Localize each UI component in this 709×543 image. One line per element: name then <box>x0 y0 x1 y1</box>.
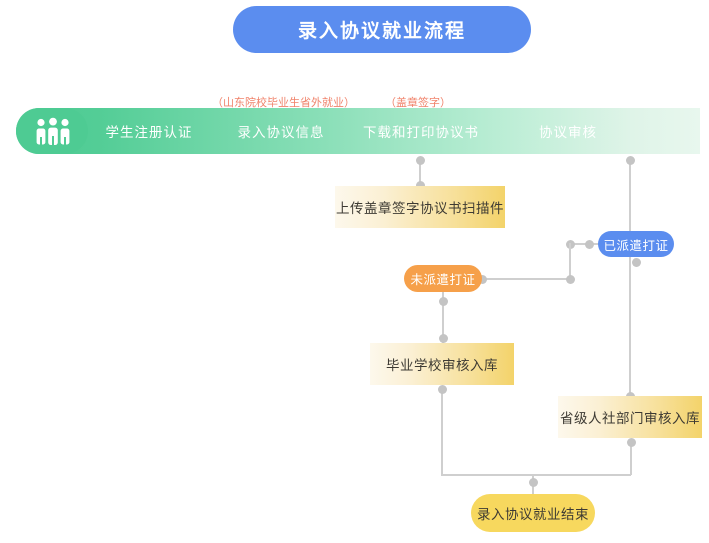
connector-dot <box>625 156 635 165</box>
annotation-shandong: （山东院校毕业生省外就业） <box>212 97 355 109</box>
node-end[interactable]: 录入协议就业结束 <box>471 494 595 532</box>
connector-dot <box>415 181 425 190</box>
node-not-dispatched[interactable]: 未派遣打证 <box>404 265 482 292</box>
page-title-text: 录入协议就业流程 <box>297 21 466 42</box>
node-province-review[interactable]: 省级人社部门审核入库 <box>558 396 702 438</box>
connector-dot <box>585 239 594 249</box>
connector-dot <box>438 334 448 343</box>
connector-province-down <box>630 440 632 475</box>
connector-dot <box>528 478 538 487</box>
connector-notdispatched-to-school <box>442 292 444 343</box>
banner-step-1[interactable]: 录入协议信息 <box>237 125 325 140</box>
process-banner <box>16 108 700 154</box>
connector-banner-to-upload <box>419 160 421 186</box>
node-upload-scan[interactable]: 上传盖章签字协议书扫描件 <box>335 186 505 228</box>
people-group-icon <box>36 117 70 145</box>
connector-dot <box>437 385 447 394</box>
banner-step-3[interactable]: 协议审核 <box>539 125 597 140</box>
connector-to-not-dispatched <box>482 278 570 280</box>
annotation-seal-sign: （盖章签字） <box>385 97 451 109</box>
connector-dot <box>565 274 575 284</box>
connector-branch-vertical <box>569 243 571 279</box>
connector-merge-horizontal <box>441 474 631 476</box>
connector-school-down <box>441 389 443 475</box>
connector-dot <box>632 258 641 267</box>
page-title: 录入协议就业流程 <box>233 6 531 53</box>
banner-step-0[interactable]: 学生注册认证 <box>105 125 193 140</box>
node-dispatched[interactable]: 已派遣打证 <box>598 231 674 257</box>
connector-dot <box>478 274 487 284</box>
banner-step-2[interactable]: 下载和打印协议书 <box>363 125 479 140</box>
connector-review-trunk <box>629 160 631 398</box>
node-school-review[interactable]: 毕业学校审核入库 <box>370 343 514 385</box>
connector-dot <box>438 297 448 306</box>
connector-dot <box>415 156 425 165</box>
connector-dot <box>626 438 636 447</box>
